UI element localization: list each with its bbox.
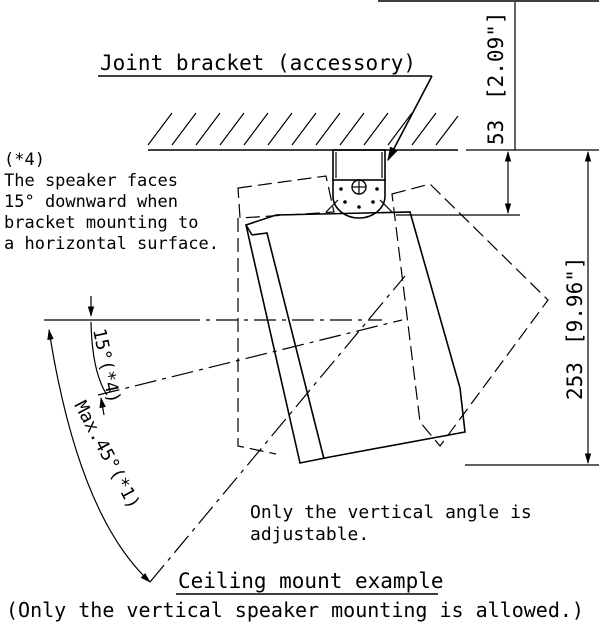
joint-bracket	[325, 149, 393, 219]
dimension-lines	[396, 2, 599, 466]
dim-253-inch: [9.96"]	[563, 256, 587, 345]
angle-15-label: 15°(*4)	[88, 327, 124, 406]
subcaption: (Only the vertical speaker mounting is a…	[6, 598, 584, 622]
note-line-2: 15° downward when	[4, 192, 178, 212]
tilt-45-centerline	[149, 275, 406, 583]
joint-bracket-label: Joint bracket (accessory)	[100, 51, 416, 75]
speaker-body	[245, 211, 466, 464]
caption: Ceiling mount example	[178, 569, 444, 593]
note-line-4: a horizontal surface.	[4, 234, 219, 254]
dim-53-mm: 53	[484, 120, 508, 145]
note-ref: (*4)	[4, 150, 45, 170]
angle-45-arc	[47, 328, 151, 583]
tilt-15-centerline	[97, 319, 403, 396]
dim-53-inch: [2.09"]	[484, 11, 508, 100]
alt-position-vertical	[237, 218, 277, 455]
adjust-note-line-2: adjustable.	[250, 524, 369, 545]
joint-bracket-leader	[387, 75, 433, 162]
alt-position-top-left	[237, 175, 335, 219]
ceiling-surface	[147, 112, 459, 151]
speaker-tilt-note: (*4) The speaker faces 15° downward when…	[4, 150, 219, 254]
adjust-note-line-1: Only the vertical angle is	[250, 502, 532, 523]
angle-max45-label: Max.45°(*1)	[70, 397, 145, 512]
note-line-1: The speaker faces	[4, 171, 178, 191]
alt-position-rotated	[391, 183, 549, 447]
dim-253-mm: 253	[563, 362, 587, 400]
note-line-3: bracket mounting to	[4, 213, 198, 233]
